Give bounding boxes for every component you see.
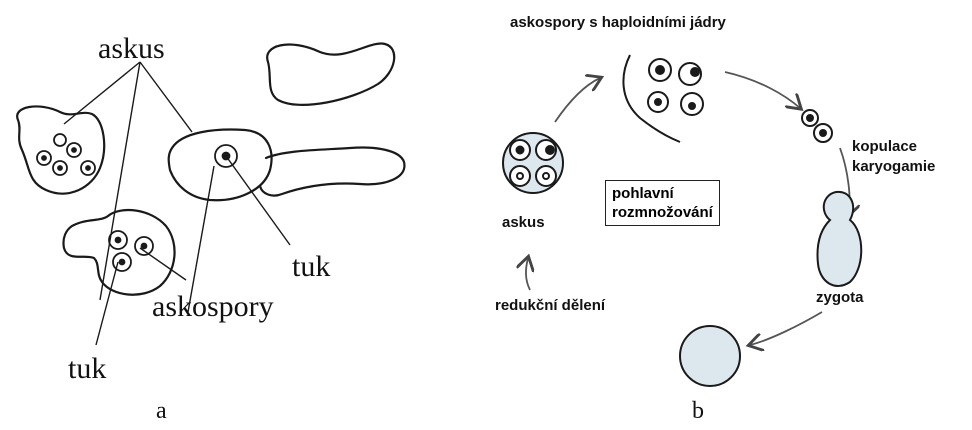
hypha-cell-top bbox=[267, 44, 394, 105]
label-zygota: zygota bbox=[816, 289, 864, 306]
label-askospory: askospory bbox=[152, 290, 274, 324]
arrow-to-spores bbox=[555, 78, 600, 122]
caption-b: b bbox=[692, 398, 704, 425]
center-box-line1: pohlavní bbox=[612, 184, 713, 203]
label-tuk-bottom: tuk bbox=[68, 352, 106, 386]
label-askus-b: askus bbox=[502, 214, 545, 231]
arrow-to-kopulace bbox=[725, 72, 800, 108]
zygota-cell bbox=[818, 192, 862, 286]
label-askospory-haploid: askospory s haploidními jádry bbox=[510, 14, 726, 31]
panel-b-drawing bbox=[470, 0, 970, 400]
spore bbox=[54, 134, 66, 146]
arrow-to-cell bbox=[750, 312, 822, 345]
diploid-cell bbox=[680, 326, 740, 386]
arrow-to-askus bbox=[526, 258, 530, 290]
label-karyogamie: karyogamie bbox=[852, 158, 935, 175]
ascus-cell-left bbox=[17, 106, 104, 193]
hypha-cell-branch bbox=[260, 148, 404, 196]
center-box: pohlavní rozmnožování bbox=[605, 180, 720, 226]
ascus-cell bbox=[503, 133, 563, 193]
ascus-cell-bottom bbox=[63, 210, 174, 295]
label-tuk-right: tuk bbox=[292, 250, 330, 284]
label-kopulace: kopulace bbox=[852, 138, 917, 155]
caption-a: a bbox=[156, 398, 167, 425]
center-box-line2: rozmnožování bbox=[612, 203, 713, 222]
panel-a-drawing bbox=[0, 0, 440, 400]
label-redukcni-deleni: redukční dělení bbox=[495, 297, 605, 314]
label-askus-a: askus bbox=[98, 32, 165, 66]
